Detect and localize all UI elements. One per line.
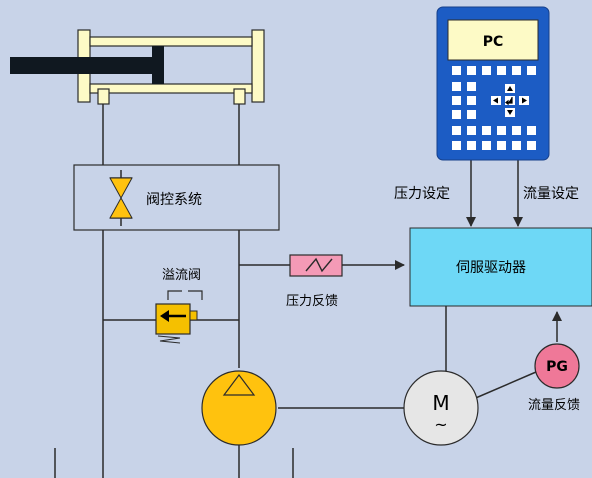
- controller-keypad: [452, 66, 536, 150]
- pg-label: PG: [546, 359, 568, 375]
- cylinder-bottom-wall: [89, 83, 253, 94]
- pump-body: [201, 370, 277, 446]
- navigation-keys-icon: [491, 84, 529, 117]
- valve-system-label: 阀控系统: [146, 192, 202, 208]
- piston-head: [152, 46, 164, 84]
- pc-controller: PC 压力设定 流量设定: [394, 6, 579, 202]
- pump-triangle-icon: [222, 374, 256, 396]
- spring-icon: [157, 335, 181, 344]
- relief-valve-port: [189, 310, 198, 321]
- servo-driver: 伺服驱动器: [409, 227, 592, 307]
- motor-symbol: M: [432, 391, 449, 415]
- cylinder-top-wall: [89, 36, 253, 47]
- arrow-left-icon: [160, 310, 186, 322]
- pressure-feedback-label: 压力反馈: [286, 294, 338, 309]
- relief-valve: 溢流阀: [155, 268, 203, 344]
- servo-motor: M ~: [403, 370, 479, 446]
- cylinder-port-left: [97, 88, 110, 105]
- pg-encoder: PG 流量反馈: [528, 343, 580, 413]
- motor-body: [403, 370, 479, 446]
- pc-label: PC: [483, 34, 504, 50]
- controller-screen: [447, 19, 539, 61]
- relief-valve-label: 溢流阀: [162, 268, 201, 283]
- piston-rod: [10, 57, 152, 74]
- pressure-setting-label: 压力设定: [394, 186, 450, 202]
- hydraulic-cylinder: [10, 29, 265, 105]
- servo-driver-box: [409, 227, 592, 307]
- flow-feedback-label: 流量反馈: [528, 398, 580, 413]
- valve-symbol-icon: [109, 170, 133, 226]
- pressure-sensor: 压力反馈: [286, 254, 343, 309]
- cylinder-port-right: [233, 88, 246, 105]
- pressure-wave-icon: [305, 257, 333, 273]
- cylinder-right-end-cap: [251, 29, 265, 103]
- motor-tilde: ~: [434, 415, 447, 434]
- relief-pilot-line: [167, 290, 203, 300]
- pressure-sensor-box: [289, 254, 343, 277]
- relief-valve-body: [155, 303, 191, 335]
- flow-setting-label: 流量设定: [523, 186, 579, 202]
- servo-driver-label: 伺服驱动器: [456, 260, 526, 276]
- hydraulic-pump: [201, 370, 277, 446]
- valve-control-box: [73, 164, 280, 231]
- valve-control-system: 阀控系统: [73, 164, 280, 231]
- pg-body: [534, 343, 580, 389]
- hydraulic-lines: [54, 104, 562, 478]
